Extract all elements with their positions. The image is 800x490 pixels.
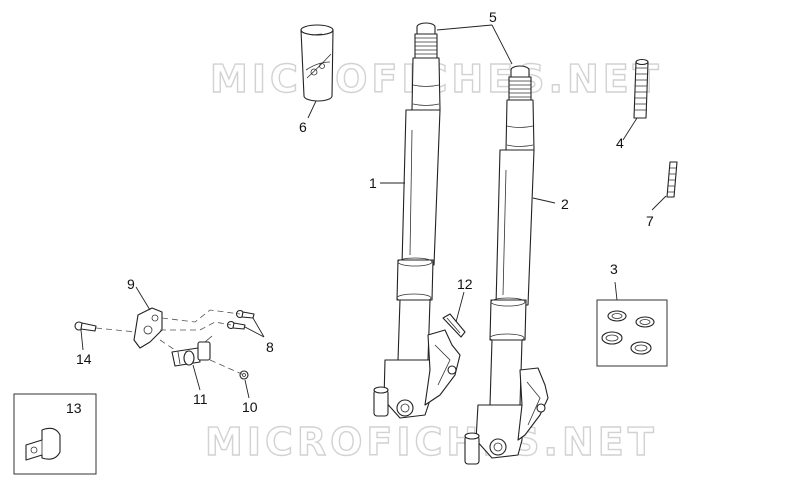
part-11-sensor[interactable] bbox=[171, 335, 213, 367]
part-12-bracket[interactable] bbox=[442, 313, 466, 338]
callout-3: 3 bbox=[610, 261, 618, 277]
part-6-sleeve[interactable] bbox=[300, 24, 334, 102]
callout-12: 12 bbox=[457, 276, 473, 292]
callout-13: 13 bbox=[66, 400, 82, 416]
callout-4: 4 bbox=[616, 135, 624, 151]
callout-14: 14 bbox=[76, 351, 92, 367]
part-14-bolt[interactable] bbox=[74, 321, 97, 332]
callout-5: 5 bbox=[489, 9, 497, 25]
watermark-bottom: MICROFICHES.NET bbox=[205, 420, 658, 464]
part-4-spring[interactable] bbox=[633, 58, 649, 119]
part-3-seal-kit[interactable] bbox=[596, 299, 668, 367]
part-2-right-fork-leg[interactable] bbox=[464, 65, 549, 465]
callout-2: 2 bbox=[561, 196, 569, 212]
part-7-rod[interactable] bbox=[666, 161, 678, 198]
leader-lines bbox=[80, 24, 667, 399]
callout-10: 10 bbox=[242, 399, 258, 415]
callout-9: 9 bbox=[127, 276, 135, 292]
part-9-bracket[interactable] bbox=[133, 307, 163, 349]
callout-8: 8 bbox=[266, 339, 274, 355]
part-8-screws[interactable] bbox=[226, 309, 255, 330]
callout-11: 11 bbox=[193, 391, 208, 407]
part-1-left-fork-leg[interactable] bbox=[373, 22, 461, 419]
callout-1: 1 bbox=[369, 175, 377, 191]
part-13-clip[interactable] bbox=[13, 393, 97, 475]
callout-6: 6 bbox=[299, 119, 307, 135]
part-10-nut[interactable] bbox=[239, 370, 249, 380]
assembly-lines bbox=[95, 309, 245, 376]
callout-7: 7 bbox=[646, 213, 654, 229]
callout-labels: 1 2 3 4 5 6 7 8 9 10 11 12 13 14 bbox=[66, 9, 654, 416]
